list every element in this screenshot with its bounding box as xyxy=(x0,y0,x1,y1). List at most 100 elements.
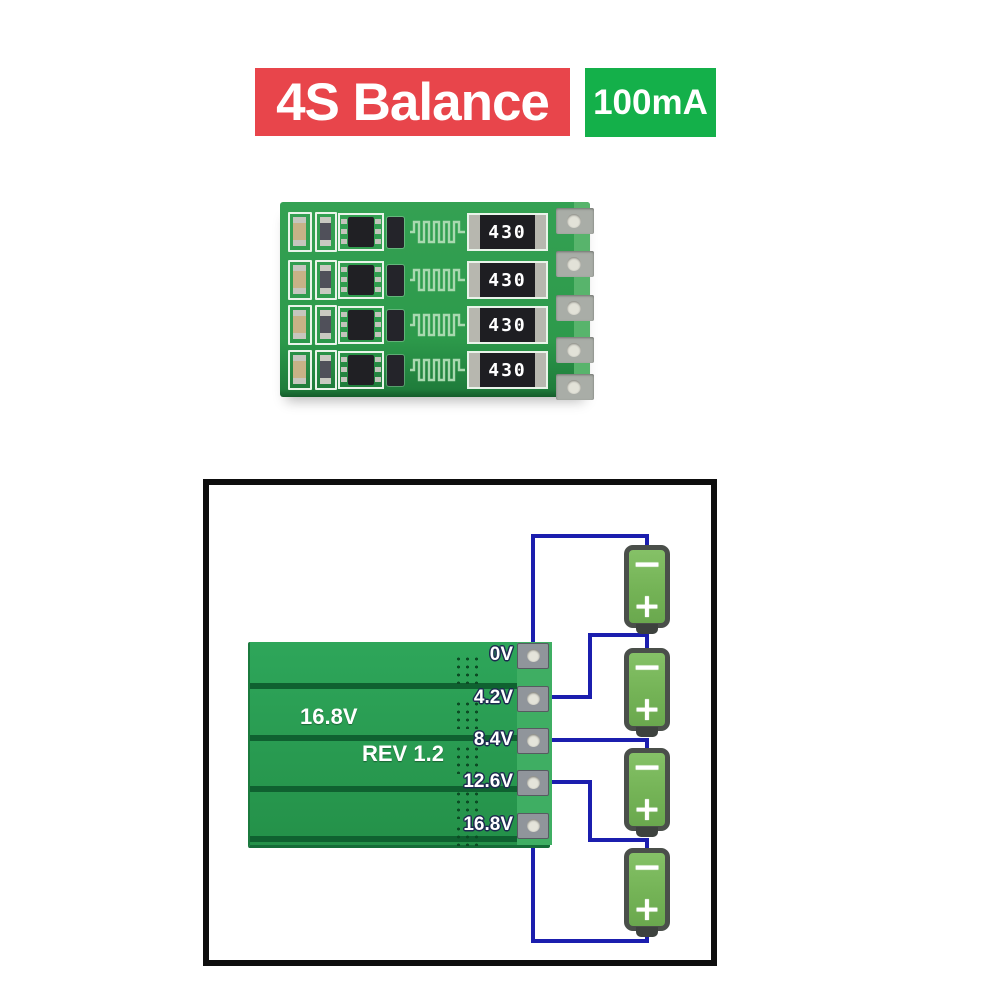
smd-capacitor xyxy=(293,217,306,246)
edge-solder-pad xyxy=(556,374,594,400)
battery-cell-4: − + xyxy=(624,848,670,931)
smd-resistor xyxy=(320,355,331,384)
wire-4v2 xyxy=(549,695,592,699)
transistor xyxy=(387,265,404,296)
battery-minus: − xyxy=(631,544,663,585)
pad-label: 16.8V xyxy=(463,814,513,835)
capacitor-outline xyxy=(288,305,312,345)
wire-8v4 xyxy=(645,738,649,751)
trace-groove xyxy=(250,836,517,842)
wire-12v6 xyxy=(645,838,649,851)
wire-0v xyxy=(531,534,535,645)
resistor-outline xyxy=(315,212,337,252)
resistor-outline xyxy=(315,350,337,390)
wire-0v xyxy=(531,534,649,538)
via-dots xyxy=(453,789,479,819)
power-resistor: 430 xyxy=(467,261,548,299)
wire-12v6 xyxy=(588,780,592,842)
smd-capacitor xyxy=(293,310,306,339)
via-dots xyxy=(453,744,479,774)
pad-label: 0V xyxy=(489,644,513,665)
wiring-diagram-frame: 16.8V REV 1.2 0V 4.2V 8.4V 12.6V 16.8V −… xyxy=(203,479,717,966)
current-badge: 100mA xyxy=(585,68,716,137)
balance-ic-chip xyxy=(338,261,384,299)
board-voltage-label: 16.8V xyxy=(300,704,358,729)
wiring-diagram: 16.8V REV 1.2 0V 4.2V 8.4V 12.6V 16.8V −… xyxy=(209,485,711,960)
capacitor-outline xyxy=(288,212,312,252)
capacitor-outline xyxy=(288,350,312,390)
serpentine-trace-icon xyxy=(410,358,465,382)
smd-resistor xyxy=(320,217,331,246)
pad-label: 4.2V xyxy=(473,687,513,708)
wire-8v4 xyxy=(549,738,649,742)
resistor-value-label: 430 xyxy=(488,359,527,381)
trace-groove xyxy=(250,683,517,689)
wire-4v2 xyxy=(588,633,649,637)
solder-pad-4v2 xyxy=(517,686,549,712)
serpentine-trace-icon xyxy=(410,313,465,337)
power-resistor: 430 xyxy=(467,213,548,251)
pad-label: 12.6V xyxy=(463,771,513,792)
power-resistor: 430 xyxy=(467,306,548,344)
badge-text: 100mA xyxy=(593,82,708,122)
resistor-outline xyxy=(315,305,337,345)
ic-body xyxy=(348,265,374,295)
wire-4v2 xyxy=(588,633,592,699)
resistor-value-label: 430 xyxy=(488,269,527,291)
via-dots xyxy=(453,654,479,684)
battery-cell-3: − + xyxy=(624,748,670,831)
transistor xyxy=(387,310,404,341)
trace-groove xyxy=(250,786,517,792)
title-text: 4S Balance xyxy=(276,72,550,132)
battery-minus: − xyxy=(631,847,663,888)
transistor xyxy=(387,217,404,248)
ic-body xyxy=(348,355,374,385)
battery-plus: + xyxy=(633,889,661,928)
edge-solder-pad xyxy=(556,337,594,363)
battery-plus: + xyxy=(633,789,661,828)
wire-16v8 xyxy=(531,839,535,943)
solder-pad-8v4 xyxy=(517,728,549,754)
capacitor-outline xyxy=(288,260,312,300)
wire-12v6 xyxy=(549,780,592,784)
balance-ic-chip xyxy=(338,306,384,344)
trace-groove xyxy=(250,735,517,741)
wire-12v6 xyxy=(588,838,649,842)
serpentine-trace-icon xyxy=(410,220,465,244)
wire-16v8 xyxy=(645,931,649,943)
battery-cell-2: − + xyxy=(624,648,670,731)
balance-channel-row: 430 xyxy=(280,348,590,392)
smd-resistor xyxy=(320,265,331,294)
balance-channel-row: 430 xyxy=(280,303,590,347)
wire-0v xyxy=(645,534,649,548)
ic-body xyxy=(348,217,374,247)
power-resistor: 430 xyxy=(467,351,548,389)
pad-label: 8.4V xyxy=(473,729,513,750)
wire-16v8 xyxy=(531,939,649,943)
balance-ic-chip xyxy=(338,351,384,389)
solder-pad-12v6 xyxy=(517,770,549,796)
smd-resistor xyxy=(320,310,331,339)
via-dots xyxy=(453,699,479,729)
transistor xyxy=(387,355,404,386)
balance-channel-row: 430 xyxy=(280,258,590,302)
edge-solder-pad xyxy=(556,251,594,277)
edge-solder-pad xyxy=(556,295,594,321)
wire-4v2 xyxy=(645,633,649,651)
resistor-outline xyxy=(315,260,337,300)
serpentine-trace-icon xyxy=(410,268,465,292)
battery-cell-1: − + xyxy=(624,545,670,628)
board-revision-label: REV 1.2 xyxy=(362,741,444,766)
pcb-photo-front: 430 430 430 430 xyxy=(280,202,590,397)
resistor-value-label: 430 xyxy=(488,314,527,336)
edge-solder-pad xyxy=(556,208,594,234)
battery-plus: + xyxy=(633,586,661,625)
solder-pad-16v8 xyxy=(517,813,549,839)
via-dots xyxy=(453,824,479,846)
solder-pad-0v xyxy=(517,643,549,669)
title-banner: 4S Balance xyxy=(255,68,570,136)
smd-capacitor xyxy=(293,355,306,384)
ic-body xyxy=(348,310,374,340)
battery-minus: − xyxy=(631,647,663,688)
